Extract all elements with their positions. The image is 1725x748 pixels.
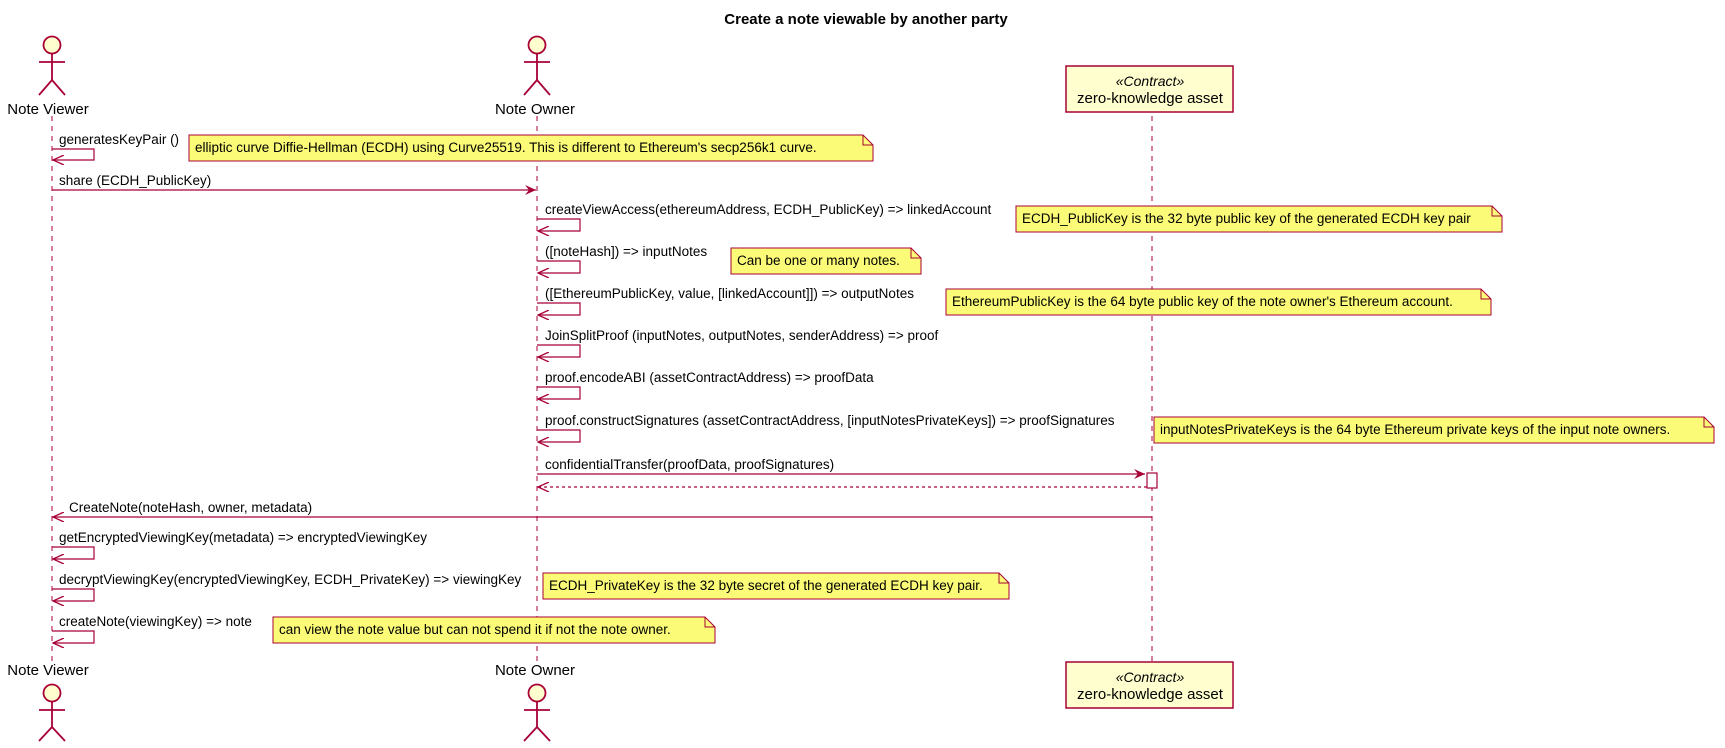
message-generates-key-pair: generatesKeyPair () [52, 132, 179, 160]
message-label: proof.constructSignatures (assetContract… [545, 413, 1115, 428]
message-label: CreateNote(noteHash, owner, metadata) [69, 500, 312, 515]
participant-name: zero-knowledge asset [1077, 686, 1224, 703]
participant-stereotype: «Contract» [1116, 73, 1185, 89]
message-label: ([noteHash]) => inputNotes [545, 244, 707, 259]
message-get-encrypted-viewing-key: getEncryptedViewingKey(metadata) => encr… [52, 530, 427, 559]
message-label: ([EthereumPublicKey, value, [linkedAccou… [545, 286, 914, 301]
message-label: proof.encodeABI (assetContractAddress) =… [545, 370, 874, 385]
message-label: createNote(viewingKey) => note [59, 614, 252, 629]
diagram-title: Create a note viewable by another party [724, 11, 1008, 28]
participant-asset-bottom: «Contract» zero-knowledge asset [1065, 661, 1234, 709]
message-join-split-proof: JoinSplitProof (inputNotes, outputNotes,… [537, 328, 938, 357]
message-label: confidentialTransfer(proofData, proofSig… [545, 457, 834, 472]
message-share: share (ECDH_PublicKey) [52, 173, 536, 195]
message-label: decryptViewingKey(encryptedViewingKey, E… [59, 572, 521, 587]
message-construct-signatures: proof.constructSignatures (assetContract… [537, 413, 1115, 442]
note-ecdh-curve: elliptic curve Diffie-Hellman (ECDH) usi… [188, 134, 874, 162]
actor-viewer-bottom: Note Viewer [7, 662, 89, 742]
message-confidential-transfer: confidentialTransfer(proofData, proofSig… [537, 457, 1145, 479]
note-text: elliptic curve Diffie-Hellman (ECDH) usi… [195, 140, 817, 155]
participant-asset-top: «Contract» zero-knowledge asset [1065, 65, 1234, 113]
message-input-notes: ([noteHash]) => inputNotes [537, 244, 707, 273]
actor-icon [42, 35, 62, 55]
activation-box [1146, 472, 1158, 489]
message-label: createViewAccess(ethereumAddress, ECDH_P… [545, 202, 991, 217]
actor-icon [42, 683, 62, 703]
note-text: inputNotesPrivateKeys is the 64 byte Eth… [1160, 422, 1670, 437]
note-public-key: ECDH_PublicKey is the 32 byte public key… [1015, 205, 1503, 233]
message-create-note: createNote(viewingKey) => note [52, 614, 252, 643]
participant-name: zero-knowledge asset [1077, 90, 1224, 107]
participant-name: Note Owner [495, 101, 575, 118]
participant-name: Note Viewer [7, 101, 88, 118]
actor-icon [527, 683, 547, 703]
note-view-not-spend: can view the note value but can not spen… [272, 616, 716, 644]
participant-stereotype: «Contract» [1116, 669, 1185, 685]
message-decrypt-viewing-key: decryptViewingKey(encryptedViewingKey, E… [52, 572, 521, 601]
message-encode-abi: proof.encodeABI (assetContractAddress) =… [537, 370, 874, 399]
note-many-notes: Can be one or many notes. [730, 247, 922, 275]
message-label: JoinSplitProof (inputNotes, outputNotes,… [545, 328, 938, 343]
message-label: generatesKeyPair () [59, 132, 179, 147]
note-private-key-secret: ECDH_PrivateKey is the 32 byte secret of… [542, 572, 1010, 600]
actor-viewer-top: Note Viewer [7, 35, 89, 118]
message-label: getEncryptedViewingKey(metadata) => encr… [59, 530, 427, 545]
note-text: Can be one or many notes. [737, 253, 900, 268]
message-create-note-event: CreateNote(noteHash, owner, metadata) [53, 500, 1152, 517]
note-ethereum-public-key: EthereumPublicKey is the 64 byte public … [945, 288, 1492, 316]
note-text: ECDH_PrivateKey is the 32 byte secret of… [549, 578, 983, 593]
message-output-notes: ([EthereumPublicKey, value, [linkedAccou… [537, 286, 914, 315]
note-text: EthereumPublicKey is the 64 byte public … [952, 294, 1453, 309]
actor-icon [527, 35, 547, 55]
participant-box [1065, 65, 1234, 113]
message-create-view-access: createViewAccess(ethereumAddress, ECDH_P… [537, 202, 991, 231]
participant-name: Note Viewer [7, 662, 88, 679]
participant-name: Note Owner [495, 662, 575, 679]
note-text: can view the note value but can not spen… [279, 622, 671, 637]
message-label: share (ECDH_PublicKey) [59, 173, 211, 188]
participant-box [1065, 661, 1234, 709]
actor-owner-top: Note Owner [495, 35, 575, 118]
actor-owner-bottom: Note Owner [495, 662, 575, 742]
note-text: ECDH_PublicKey is the 32 byte public key… [1022, 211, 1471, 226]
note-private-keys: inputNotesPrivateKeys is the 64 byte Eth… [1153, 416, 1715, 444]
